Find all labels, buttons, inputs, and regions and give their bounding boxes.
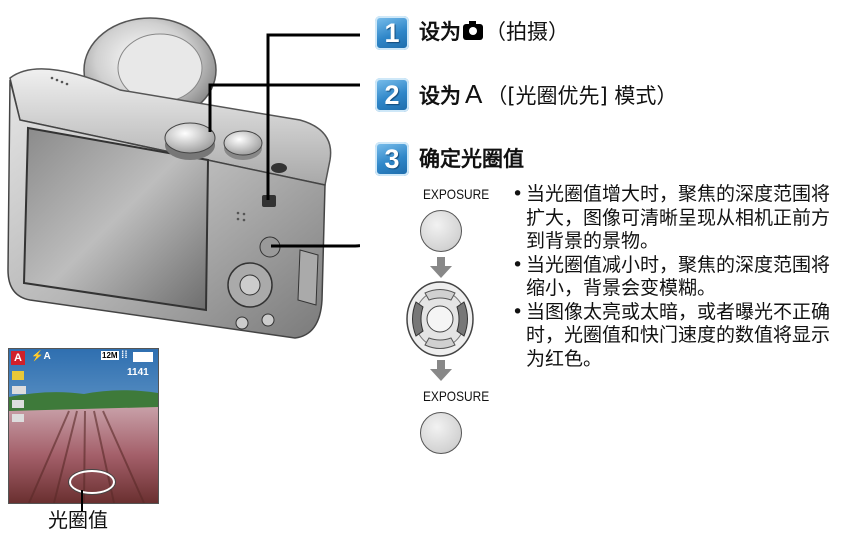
lcd-megapixels: 12M [101, 351, 119, 360]
step-1-label: 设为 [419, 20, 461, 44]
lcd-preview: A ⚡A 12M ⁞⁞ 1141 [8, 348, 159, 504]
exposure-button-top [420, 210, 462, 252]
lcd-quality: ⁞⁞ [121, 350, 128, 361]
exposure-label-top: EXPOSURE [423, 186, 490, 202]
step-2-label: 设为 [419, 84, 461, 108]
caption-line [81, 490, 83, 512]
exposure-label-bottom: EXPOSURE [423, 388, 490, 404]
step-1-badge: 1 [375, 16, 409, 50]
step-1-text: 设为 （拍摄） [419, 20, 569, 44]
battery-icon [133, 352, 153, 362]
notes-list: 当光圈值增大时，聚焦的深度范围将扩大，图像可清晰呈现从相机正前方到背景的景物。 … [512, 183, 847, 371]
aperture-caption: 光圈值 [48, 508, 108, 532]
note-item: 当光圈值增大时，聚焦的深度范围将扩大，图像可清晰呈现从相机正前方到背景的景物。 [512, 183, 847, 254]
lcd-side-icons [12, 371, 26, 422]
step-1-suffix: （拍摄） [485, 20, 569, 44]
arrow-down-icon [430, 257, 452, 278]
lcd-mode-badge: A [11, 351, 25, 365]
aperture-highlight [69, 470, 115, 494]
mode-letter: A [465, 79, 483, 109]
step-2-suffix: （[光圈优先] 模式） [486, 84, 678, 108]
lcd-flash: ⚡A [31, 351, 51, 362]
cursor-pad-icon [406, 281, 474, 357]
camera-icon [463, 21, 483, 40]
arrow-down-icon [430, 360, 452, 381]
lcd-shots-left: 1141 [127, 367, 149, 378]
camera-illustration [7, 17, 360, 339]
step-2-badge: 2 [375, 78, 409, 112]
note-item: 当图像太亮或太暗，或者曝光不正确时，光圈值和快门速度的数值将显示为红色。 [512, 301, 847, 372]
step-3-badge: 3 [375, 142, 409, 176]
exposure-button-bottom [420, 412, 462, 454]
note-item: 当光圈值减小时，聚焦的深度范围将缩小，背景会变模糊。 [512, 254, 847, 301]
step-3-label: 确定光圈值 [419, 147, 524, 171]
